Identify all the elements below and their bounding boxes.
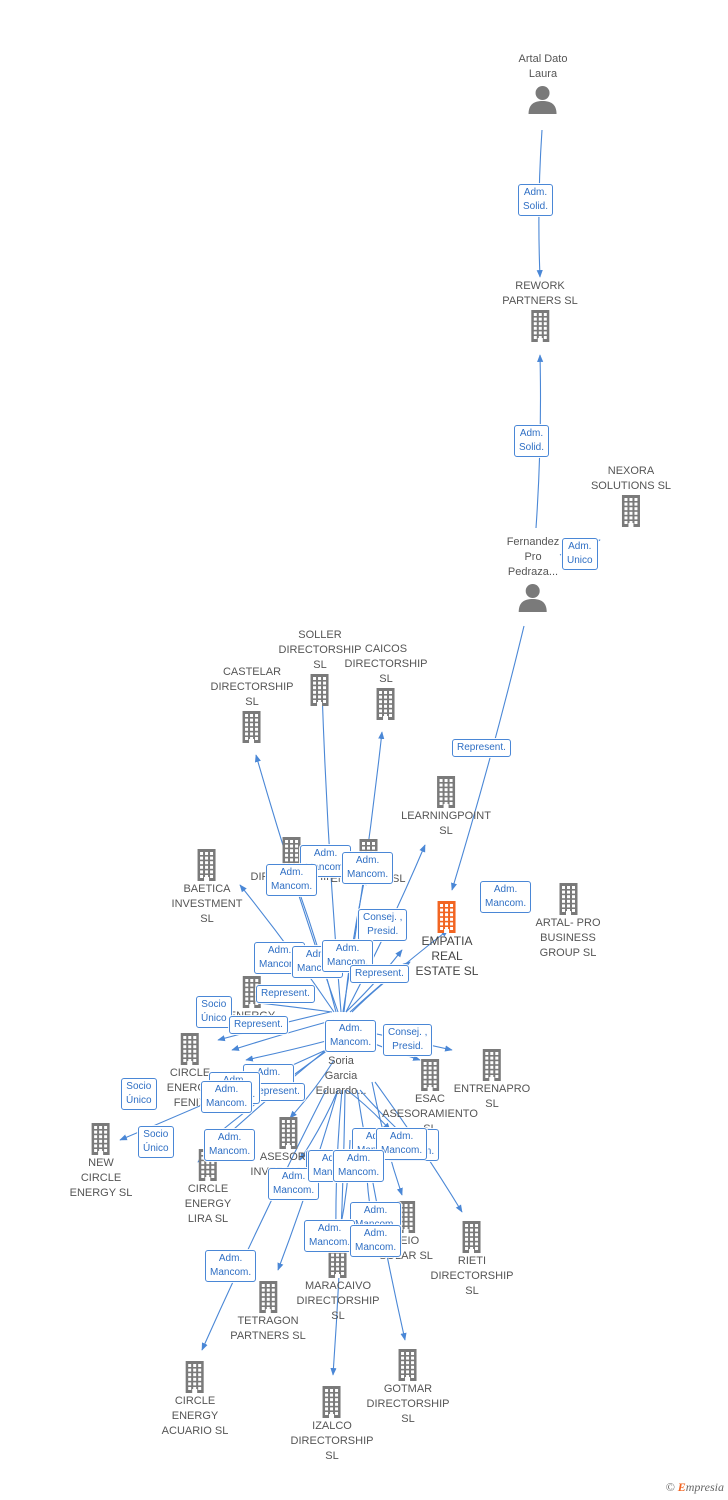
building-icon (198, 849, 216, 881)
node-label: ARTAL- PRO BUSINESS GROUP SL (535, 917, 601, 959)
node-label: ENTRENAPRO SL (453, 1083, 531, 1110)
edge-label[interactable]: Adm. Mancom. (304, 1220, 356, 1252)
edge-label[interactable]: Adm. Mancom. (342, 852, 394, 884)
building-icon (438, 901, 456, 933)
node-circle-energy-acuario[interactable]: CIRCLE ENERGY ACUARIO SL (161, 1360, 229, 1439)
node-label: REWORK PARTNERS SL (502, 280, 578, 307)
relationship-edge (299, 1089, 339, 1161)
node-artal-pro-business[interactable]: ARTAL- PRO BUSINESS GROUP SL (536, 882, 601, 961)
edge-label[interactable]: Adm. Mancom. (201, 1081, 253, 1113)
node-label: MARACAIVO DIRECTORSHIP SL (296, 1280, 380, 1322)
node-label: IZALCO DIRECTORSHIP SL (290, 1420, 374, 1462)
node-rework-partners[interactable]: REWORK PARTNERS SL (502, 279, 578, 343)
building-icon (259, 1281, 277, 1313)
node-label: SOLLER DIRECTORSHIP SL (278, 629, 362, 671)
edge-label[interactable]: Adm. Solid. (514, 425, 550, 457)
node-label: CASTELAR DIRECTORSHIP SL (210, 666, 294, 708)
edge-label[interactable]: Adm. Solid. (518, 184, 554, 216)
node-label: RIETI DIRECTORSHIP SL (430, 1255, 514, 1297)
person-icon (528, 86, 557, 114)
node-label: CIRCLE ENERGY ACUARIO SL (161, 1395, 229, 1437)
edge-label[interactable]: Adm. Mancom. (325, 1020, 377, 1052)
edge-label[interactable]: Adm. Mancom. (205, 1250, 257, 1282)
node-label: Soria Garcia Eduardo... (315, 1055, 367, 1097)
building-icon (310, 674, 329, 706)
building-icon (531, 310, 549, 342)
edge-label[interactable]: Consej. , Presid. (358, 909, 408, 941)
node-label: ESAC ASESORAMIENTO SL (382, 1093, 478, 1135)
building-icon (483, 1049, 501, 1081)
relationship-edge (245, 1039, 331, 1062)
node-label: EMPATIA REAL ESTATE SL (415, 934, 479, 978)
edge-label[interactable]: Represent. (229, 1016, 288, 1034)
empresia-watermark: © Empresia (666, 1480, 724, 1495)
building-icon (322, 1386, 341, 1418)
building-icon (398, 1349, 417, 1381)
node-artal-dato-laura[interactable]: Artal Dato Laura (518, 52, 568, 116)
node-learningpoint[interactable]: LEARNINGPOINT SL (401, 775, 491, 839)
node-label: NEW CIRCLE ENERGY SL (69, 1157, 133, 1199)
copyright-symbol: © (665, 1480, 675, 1494)
node-label: CIRCLE ENERGY LIRA SL (184, 1183, 232, 1225)
relationship-edge (289, 1059, 335, 1119)
building-icon (559, 883, 577, 915)
node-label: CAICOS DIRECTORSHIP SL (344, 643, 428, 685)
building-icon (185, 1361, 204, 1393)
building-icon (462, 1221, 481, 1253)
relationship-edge (451, 625, 525, 891)
node-label: BAETICA INVESTMENT SL (171, 883, 243, 925)
node-fernandez-pro[interactable]: Fernandez Pro Pedraza... (506, 535, 560, 614)
person-icon (519, 584, 547, 612)
node-label: GOTMAR DIRECTORSHIP SL (366, 1383, 450, 1425)
brand-name: mpresia (685, 1480, 724, 1494)
relationship-edge (201, 1089, 327, 1351)
edge-label[interactable]: Consej. , Presid. (383, 1024, 433, 1056)
building-icon (279, 1117, 297, 1149)
building-icon (621, 495, 640, 527)
building-icon (420, 1059, 439, 1091)
edge-label[interactable]: Socio Único (121, 1078, 157, 1110)
node-baetica-investment[interactable]: BAETICA INVESTMENT SL (171, 848, 243, 927)
node-label: LEARNINGPOINT SL (401, 810, 491, 837)
building-icon (242, 711, 261, 743)
node-caicos-directorship[interactable]: CAICOS DIRECTORSHIP SL (344, 642, 428, 721)
edge-label[interactable]: Socio Único (138, 1126, 174, 1158)
edge-label[interactable]: Adm. Mancom. (480, 881, 532, 913)
edge-label[interactable]: Adm. Mancom. (333, 1150, 385, 1182)
edge-label[interactable]: Adm. Unico (562, 538, 598, 570)
brand-initial: E (677, 1480, 686, 1494)
edge-label[interactable]: Represent. (256, 985, 315, 1003)
node-soller-directorship[interactable]: SOLLER DIRECTORSHIP SL (278, 628, 362, 707)
node-label: Fernandez Pro Pedraza... (506, 536, 560, 578)
edge-label[interactable]: Represent. (350, 965, 409, 983)
node-new-circle-energy[interactable]: NEW CIRCLE ENERGY SL (69, 1122, 133, 1201)
relationship-edge (346, 1089, 391, 1131)
node-izalco-directorship[interactable]: IZALCO DIRECTORSHIP SL (290, 1385, 374, 1464)
node-rieti-directorship[interactable]: RIETI DIRECTORSHIP SL (430, 1220, 514, 1299)
node-entrenapro[interactable]: ENTRENAPRO SL (454, 1048, 530, 1112)
node-tetragon-partners[interactable]: TETRAGON PARTNERS SL (230, 1280, 306, 1344)
node-nexora-solutions[interactable]: NEXORA SOLUTIONS SL (591, 464, 671, 528)
node-label: TETRAGON PARTNERS SL (230, 1315, 306, 1342)
edge-label[interactable]: Adm. Mancom. (376, 1128, 428, 1160)
node-label: NEXORA SOLUTIONS SL (590, 465, 672, 492)
node-label: Artal Dato Laura (518, 53, 568, 80)
edge-label[interactable]: Adm. Mancom. (350, 1225, 402, 1257)
edge-label[interactable]: Socio Único (196, 996, 232, 1028)
edge-label[interactable]: Adm. Mancom. (204, 1129, 256, 1161)
node-empatia-real-estate[interactable]: EMPATIA REAL ESTATE SL (415, 900, 479, 979)
building-icon (92, 1123, 110, 1155)
relationship-edge (231, 1019, 335, 1051)
node-esac-asesoramiento[interactable]: ESAC ASESORAMIENTO SL (382, 1058, 478, 1137)
node-castelar-directorship[interactable]: CASTELAR DIRECTORSHIP SL (210, 665, 294, 744)
node-gotmar-directorship[interactable]: GOTMAR DIRECTORSHIP SL (366, 1348, 450, 1427)
building-icon (436, 776, 455, 808)
edge-label[interactable]: Represent. (452, 739, 511, 757)
building-icon (181, 1033, 199, 1065)
building-icon (376, 688, 395, 720)
edge-label[interactable]: Adm. Mancom. (266, 864, 318, 896)
